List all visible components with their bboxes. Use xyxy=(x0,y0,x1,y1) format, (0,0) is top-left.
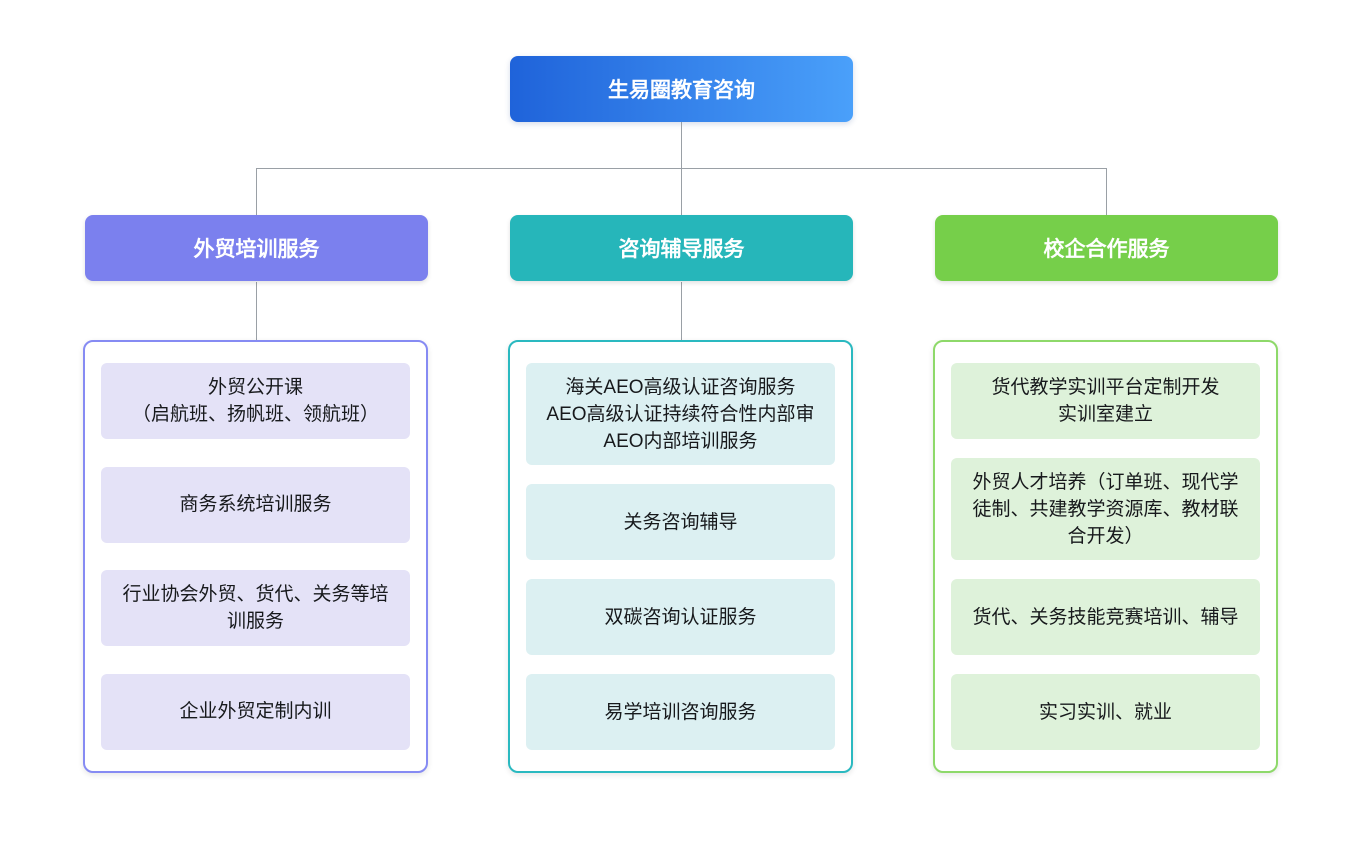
branch-1-item-1: 外贸公开课 （启航班、扬帆班、领航班） xyxy=(101,363,410,439)
branch-3-header-label: 校企合作服务 xyxy=(1043,238,1170,261)
branch-2-item-2: 关务咨询辅导 xyxy=(526,484,835,560)
connector-drop-branch-3 xyxy=(1106,168,1107,215)
branch-1-panel: 外贸公开课 （启航班、扬帆班、领航班） 商务系统培训服务 行业协会外贸、货代、关… xyxy=(83,340,428,773)
branch-2-header-label: 咨询辅导服务 xyxy=(618,238,745,261)
branch-3-header: 校企合作服务 xyxy=(935,215,1278,281)
branch-3-item-1: 货代教学实训平台定制开发 实训室建立 xyxy=(951,363,1260,439)
branch-1-header: 外贸培训服务 xyxy=(85,215,428,281)
branch-1-item-4: 企业外贸定制内训 xyxy=(101,673,410,750)
branch-1-item-3: 行业协会外贸、货代、关务等培训服务 xyxy=(101,570,410,647)
connector-drop-branch-2 xyxy=(681,168,682,215)
branch-2-item-4: 易学培训咨询服务 xyxy=(526,674,835,750)
connector-branch-2-to-panel xyxy=(681,282,682,340)
connector-drop-branch-1 xyxy=(256,168,257,215)
branch-1-item-2: 商务系统培训服务 xyxy=(101,466,410,543)
branch-3-panel: 货代教学实训平台定制开发 实训室建立 外贸人才培养（订单班、现代学徒制、共建教学… xyxy=(933,340,1278,773)
branch-1-header-label: 外贸培训服务 xyxy=(193,238,320,261)
branch-3-item-4: 实习实训、就业 xyxy=(951,674,1260,750)
branch-2-panel: 海关AEO高级认证咨询服务 AEO高级认证持续符合性内部审 AEO内部培训服务 … xyxy=(508,340,853,773)
branch-2-item-3: 双碳咨询认证服务 xyxy=(526,579,835,655)
branch-3-item-2: 外贸人才培养（订单班、现代学徒制、共建教学资源库、教材联合开发） xyxy=(951,458,1260,560)
branch-2-header: 咨询辅导服务 xyxy=(510,215,853,281)
connector-branch-1-to-panel xyxy=(256,282,257,340)
root-node: 生易圈教育咨询 xyxy=(510,56,853,122)
branch-3-item-3: 货代、关务技能竞赛培训、辅导 xyxy=(951,579,1260,655)
branch-2-item-1: 海关AEO高级认证咨询服务 AEO高级认证持续符合性内部审 AEO内部培训服务 xyxy=(526,363,835,465)
root-node-label: 生易圈教育咨询 xyxy=(608,79,755,102)
connector-root-vertical xyxy=(681,122,682,168)
